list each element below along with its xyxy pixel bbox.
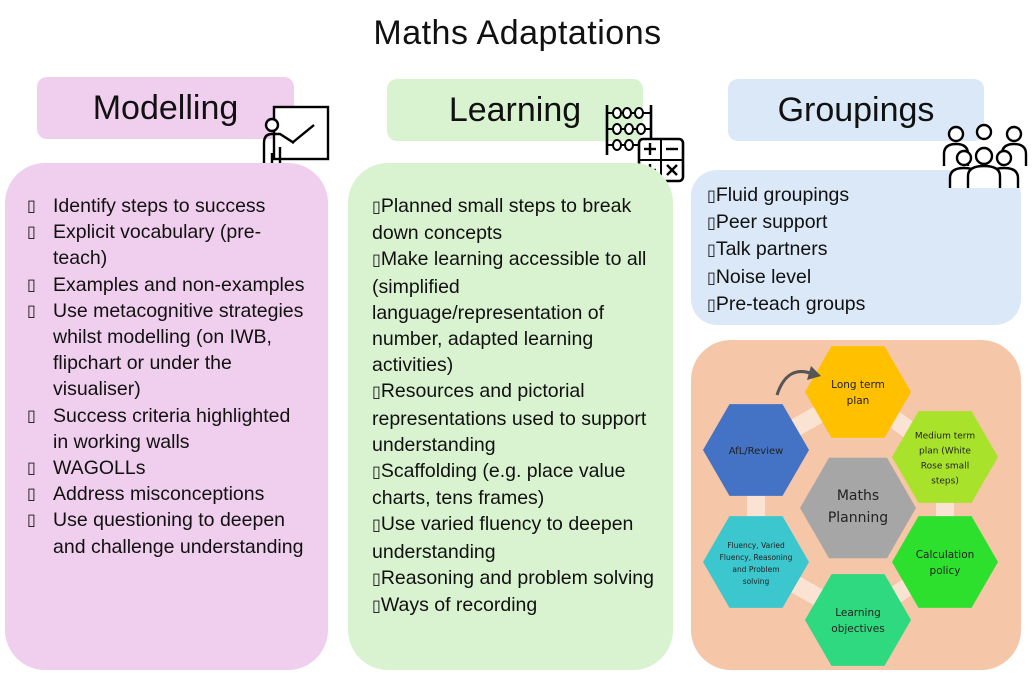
cycle-node-hexagon: [703, 516, 809, 608]
list-item: ▯Resources and pictorial representations…: [372, 380, 647, 456]
list-item: ▯WAGOLLs: [27, 455, 308, 481]
learning-header-label: Learning: [448, 90, 582, 129]
list-item: ▯Fluid groupings: [707, 184, 850, 206]
cycle-node-label: plan (White: [919, 447, 971, 457]
cycle-node-label: Medium term: [915, 432, 975, 442]
learning-header: Learning: [387, 79, 643, 141]
modelling-list: ▯Identify steps to success ▯Explicit voc…: [27, 193, 308, 560]
list-item: ▯Make learning accessible to all (simpli…: [372, 248, 647, 377]
list-item: ▯Peer support: [707, 211, 828, 234]
arrow-head-icon: [807, 366, 821, 380]
list-item: ▯Pre-teach groups: [707, 292, 866, 315]
list-item: ▯Use questioning to deepen and challenge…: [27, 509, 304, 558]
checkbox-bullet-icon: ▯: [27, 222, 36, 242]
cycle-node-hexagon: [703, 404, 809, 496]
learning-list: ▯Planned small steps to break down conce…: [372, 193, 659, 619]
checkbox-bullet-icon: ▯: [707, 186, 716, 205]
cycle-node-label: Fluency, Reasoning: [720, 553, 793, 562]
modelling-panel: ▯Identify steps to success ▯Explicit voc…: [5, 163, 328, 670]
checkbox-bullet-icon: ▯: [707, 240, 716, 260]
cycle-node-label: solving: [743, 577, 770, 586]
list-item: ▯Explicit vocabulary (pre-teach): [27, 221, 262, 270]
learning-panel: ▯Planned small steps to break down conce…: [348, 163, 673, 670]
cycle-center-hexagon: [800, 457, 916, 559]
cycle-center-label: Maths: [837, 488, 879, 504]
checkbox-bullet-icon: ▯: [372, 596, 381, 616]
list-item: ▯Noise level: [707, 265, 812, 288]
modelling-header: Modelling: [37, 77, 294, 139]
groupings-panel: ▯Fluid groupings ▯Peer support ▯Talk par…: [691, 170, 1021, 325]
curved-arrow-icon: [775, 370, 814, 396]
checkbox-bullet-icon: ▯: [372, 568, 381, 588]
page-title: Maths Adaptations: [373, 14, 662, 52]
checkbox-bullet-icon: ▯: [372, 462, 381, 482]
groupings-header-label: Groupings: [777, 90, 935, 129]
list-item: ▯Planned small steps to break down conce…: [372, 195, 632, 245]
checkbox-bullet-icon: ▯: [27, 458, 36, 478]
checkbox-bullet-icon: ▯: [372, 382, 381, 402]
checkbox-bullet-icon: ▯: [27, 196, 36, 215]
checkbox-bullet-icon: ▯: [27, 484, 36, 504]
cycle-node-hexagon: [892, 516, 998, 608]
cycle-node-hexagon: [805, 574, 911, 666]
groupings-list: ▯Fluid groupings ▯Peer support ▯Talk par…: [707, 182, 1007, 318]
group-people-icon: [942, 123, 1028, 188]
checkbox-bullet-icon: ▯: [707, 213, 716, 233]
cycle-node-label: and Problem: [732, 565, 779, 574]
cycle-center-label: Planning: [828, 510, 888, 526]
cycle-node-label: Rose small: [921, 462, 969, 472]
list-item: ▯Success criteria highlighted in working…: [27, 404, 291, 453]
modelling-header-label: Modelling: [92, 88, 239, 127]
checkbox-bullet-icon: ▯: [372, 515, 381, 535]
cycle-node-label: policy: [930, 565, 961, 577]
cycle-node-label: AfL/Review: [729, 446, 784, 457]
checkbox-bullet-icon: ▯: [27, 405, 36, 425]
list-item: ▯Reasoning and problem solving: [372, 566, 654, 589]
cycle-node-label: Learning: [835, 607, 881, 619]
cycle-node-label: plan: [847, 395, 870, 407]
list-item: ▯Identify steps to success: [27, 193, 308, 219]
cycle-node-hexagon: [892, 411, 998, 503]
checkbox-bullet-icon: ▯: [27, 274, 36, 294]
checkbox-bullet-icon: ▯: [372, 197, 381, 216]
checkbox-bullet-icon: ▯: [27, 300, 36, 320]
checkbox-bullet-icon: ▯: [372, 250, 381, 270]
list-item: ▯Ways of recording: [372, 594, 538, 617]
cycle-node-label: Fluency, Varied: [727, 541, 785, 550]
list-item: ▯Talk partners: [707, 238, 828, 261]
cycle-node-label: steps): [931, 477, 959, 487]
checkbox-bullet-icon: ▯: [27, 510, 36, 530]
list-item: ▯Use varied fluency to deepen understand…: [372, 513, 634, 563]
cycle-node-label: Calculation: [916, 549, 975, 561]
list-item: ▯Address misconceptions: [27, 481, 308, 507]
list-item: ▯Scaffolding (e.g. place value charts, t…: [372, 460, 626, 510]
list-item: ▯Examples and non-examples: [27, 272, 308, 298]
checkbox-bullet-icon: ▯: [707, 267, 716, 287]
cycle-node-label: Long term: [831, 379, 885, 391]
cycle-node-hexagon: [805, 346, 911, 438]
groupings-header: Groupings: [728, 79, 984, 141]
cycle-node-label: objectives: [831, 623, 884, 635]
list-item: ▯Use metacognitive strategies whilst mod…: [27, 299, 304, 401]
checkbox-bullet-icon: ▯: [707, 294, 716, 314]
